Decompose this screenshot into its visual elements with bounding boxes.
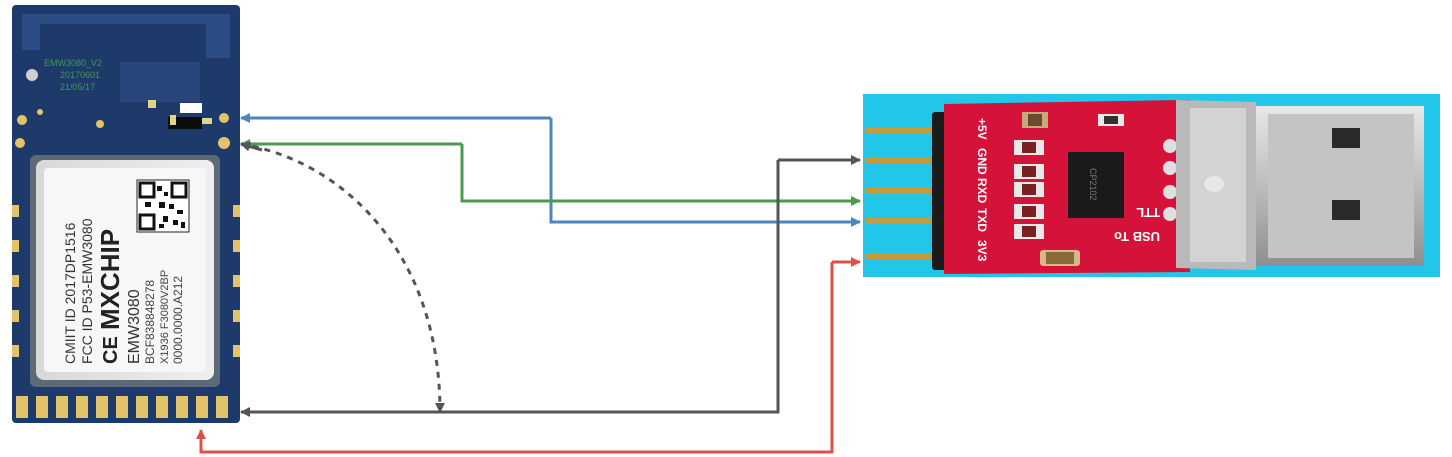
smd-components xyxy=(1014,112,1124,266)
shield-text-serial: BCF838848278 xyxy=(143,280,157,364)
usb-ttl-adapter: +5V GND RXD TXD 3V3 CP2102 USB To TTL xyxy=(863,94,1440,277)
pin-label-txd: TXD xyxy=(975,208,989,232)
adapter-pcb xyxy=(944,100,1190,274)
usb-solder-pads xyxy=(1163,139,1177,221)
chip-marking: CP2102 xyxy=(1088,168,1098,201)
wire-dashed-gray-start xyxy=(240,141,263,152)
module-bottom-pads xyxy=(16,396,228,418)
wires xyxy=(196,113,861,454)
wire-red xyxy=(196,262,834,454)
shield-text-cmiit: CMIIT ID 2017DP1516 xyxy=(62,222,78,364)
wire-green xyxy=(460,144,861,206)
qr-code xyxy=(136,179,190,233)
module-side-pads xyxy=(12,205,240,357)
usb-connector xyxy=(1176,100,1424,270)
wifi-module: EMW3080_V2 20170601 21/05/17 xyxy=(12,5,240,423)
shield-text-fcc: FCC ID P53-EMW3080 xyxy=(79,218,95,364)
wire-gray-module-end xyxy=(240,160,780,417)
pin-label-rxd: RXD xyxy=(975,178,989,204)
wire-blue xyxy=(549,118,861,227)
pin-label-gnd: GND xyxy=(975,148,989,175)
pin-label-5v: +5V xyxy=(975,118,989,140)
pcb-marking: EMW3080_V2 xyxy=(44,58,102,68)
shield-text-model: EMW3080 xyxy=(126,289,143,364)
pcb-marking: 20170601 xyxy=(60,70,100,80)
wire-dashed-gray xyxy=(240,142,445,413)
board-text-ttl: TTL xyxy=(1136,205,1160,220)
board-text-usb-to: USB To xyxy=(1114,229,1160,244)
shield-text-batch: X1936 F3080V2BP xyxy=(159,270,171,364)
ce-mark: CE xyxy=(100,336,122,364)
usb-bridge-chip: CP2102 xyxy=(1068,152,1124,218)
usb-slot-bottom xyxy=(1332,200,1360,220)
usb-slot-top xyxy=(1332,128,1360,148)
header-pins xyxy=(866,127,942,259)
antenna-trace xyxy=(22,14,230,58)
shield-label: CMIIT ID 2017DP1516 FCC ID P53-EMW3080 C… xyxy=(62,218,185,364)
pcb-marking: 21/05/17 xyxy=(60,82,95,92)
pin-label-3v3: 3V3 xyxy=(975,240,989,262)
shield-text-code: 0000.0000.A212 xyxy=(171,276,185,364)
brand-logo: MXCHIP xyxy=(95,229,125,330)
